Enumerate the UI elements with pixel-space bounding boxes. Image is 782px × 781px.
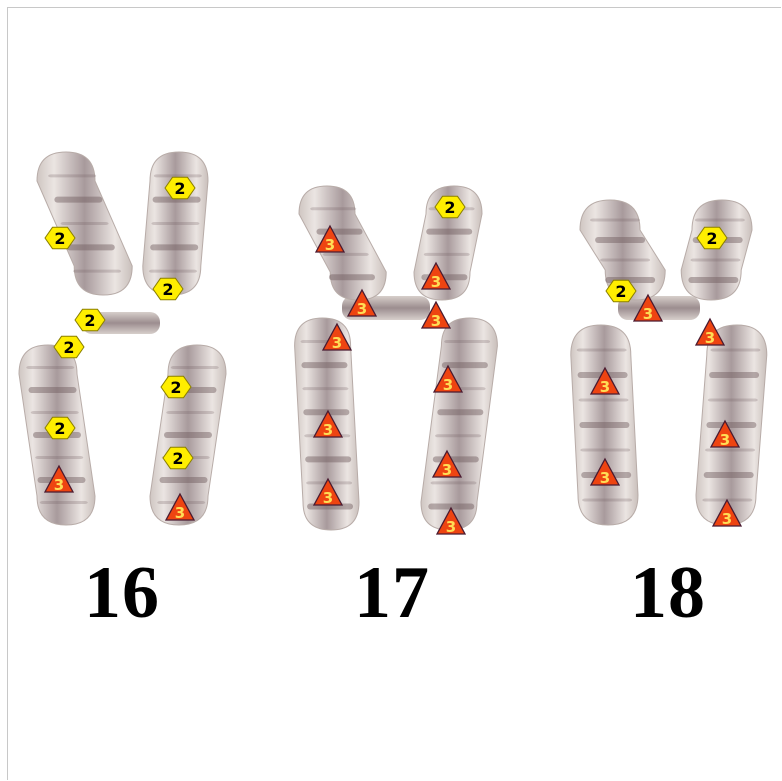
svg-text:3: 3 <box>175 504 185 522</box>
svg-text:2: 2 <box>54 419 65 438</box>
svg-text:3: 3 <box>643 305 653 323</box>
svg-text:3: 3 <box>54 476 64 494</box>
chromosome-arm <box>571 325 638 525</box>
chromosome-arm <box>421 318 497 530</box>
svg-text:3: 3 <box>332 334 342 352</box>
chromosome-arm <box>681 200 752 300</box>
svg-text:2: 2 <box>84 311 95 330</box>
svg-text:2: 2 <box>444 198 455 217</box>
svg-text:3: 3 <box>600 378 610 396</box>
svg-text:2: 2 <box>162 280 173 299</box>
svg-text:3: 3 <box>442 461 452 479</box>
svg-text:2: 2 <box>174 179 185 198</box>
svg-text:3: 3 <box>325 236 335 254</box>
chromosome-arm <box>143 152 208 295</box>
svg-text:3: 3 <box>443 376 453 394</box>
svg-text:3: 3 <box>600 469 610 487</box>
svg-text:3: 3 <box>431 312 441 330</box>
chromosome-18-label: 18 <box>588 556 748 630</box>
svg-text:2: 2 <box>63 338 74 357</box>
svg-text:2: 2 <box>706 229 717 248</box>
chromosome-arm <box>37 152 132 295</box>
svg-text:3: 3 <box>323 421 333 439</box>
svg-text:2: 2 <box>54 229 65 248</box>
chromosome-arm <box>696 325 767 525</box>
svg-text:3: 3 <box>431 273 441 291</box>
svg-text:3: 3 <box>705 329 715 347</box>
chromosome-16 <box>19 152 226 525</box>
chromosome-16-label: 16 <box>42 556 202 630</box>
chromosome-17-label: 17 <box>312 556 472 630</box>
svg-text:2: 2 <box>170 378 181 397</box>
svg-text:3: 3 <box>720 431 730 449</box>
chromosome-arm <box>150 345 226 525</box>
svg-text:3: 3 <box>357 300 367 318</box>
chromosome-arm <box>299 186 386 300</box>
svg-text:3: 3 <box>323 489 333 507</box>
svg-text:3: 3 <box>446 518 456 536</box>
svg-text:2: 2 <box>615 282 626 301</box>
svg-text:2: 2 <box>172 449 183 468</box>
svg-text:3: 3 <box>722 510 732 528</box>
